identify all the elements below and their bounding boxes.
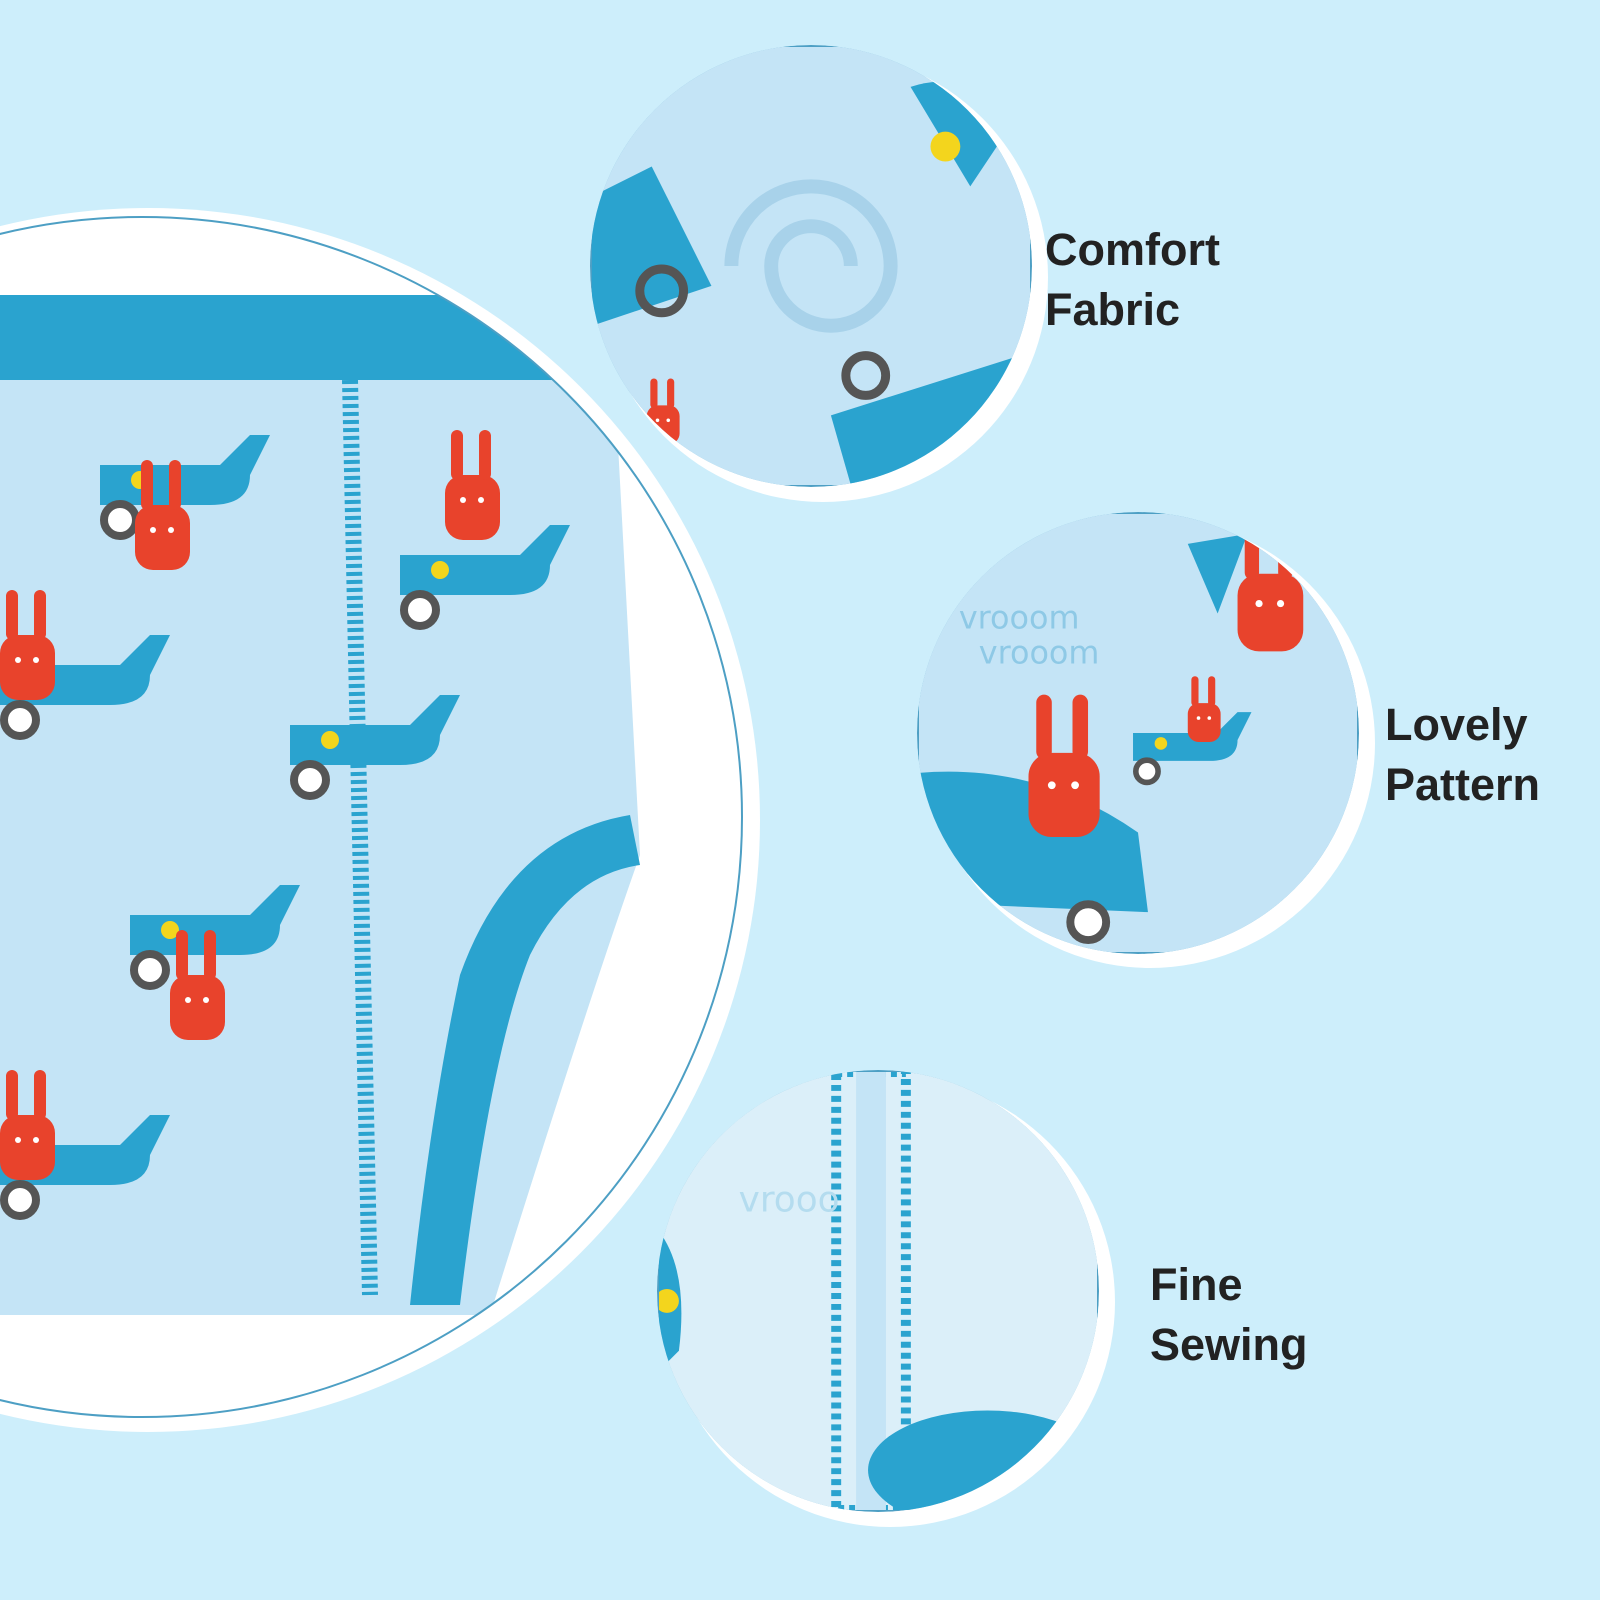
main-product-image [0,200,760,1440]
feature-line: Pattern [1385,759,1541,810]
svg-text:vrooo: vrooo [739,1179,840,1220]
feature-label-comfort-fabric: Comfort Fabric [1045,220,1235,340]
feature-line: Fabric [1045,284,1181,335]
feature-label-fine-sewing: Fine Sewing [1150,1255,1340,1375]
svg-text:vrooom: vrooom [959,598,1080,636]
feature-label-lovely-pattern: Lovely Pattern [1385,695,1585,815]
feature-line: Comfort [1045,224,1220,275]
feature-line: Sewing [1150,1319,1308,1370]
fine-sewing-image: vrooo [657,1070,1099,1512]
svg-text:vrooom: vrooom [979,633,1100,671]
feature-line: Fine [1150,1259,1243,1310]
comfort-fabric-image [590,45,1032,487]
feature-line: Lovely [1385,699,1528,750]
lovely-pattern-image: vrooom vrooom [917,512,1359,954]
